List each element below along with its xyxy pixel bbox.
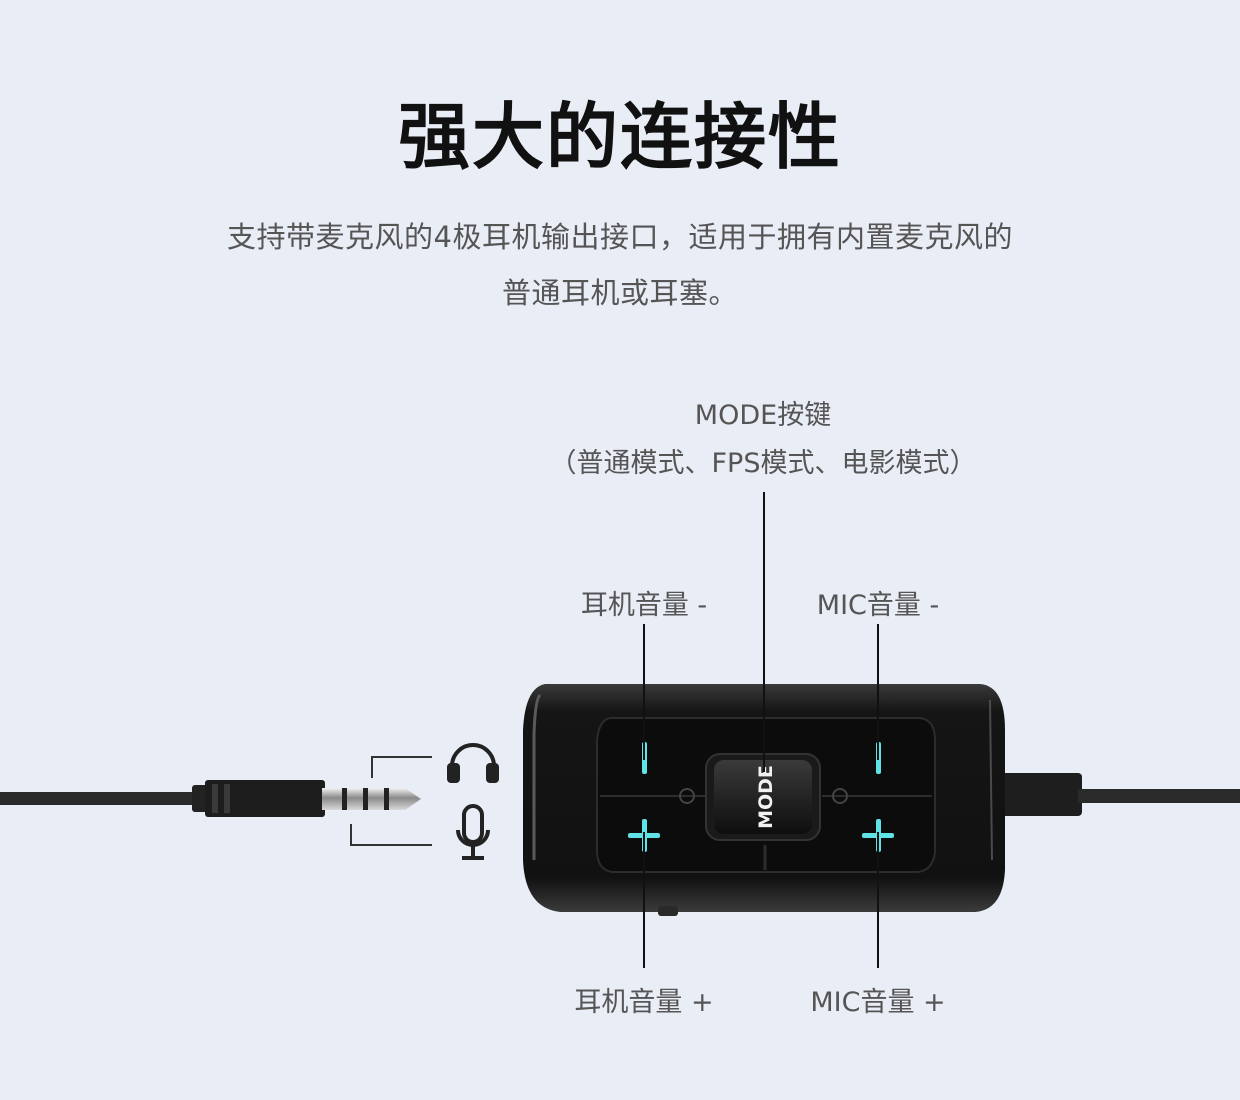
strain-relief [1000, 773, 1082, 816]
subtitle-line-1: 支持带麦克风的4极耳机输出接口，适用于拥有内置麦克风的 [227, 220, 1013, 254]
audio-jack-plug [322, 788, 421, 810]
mic-volume-down-label: MIC音量 - [816, 590, 940, 621]
microphone-icon [456, 804, 490, 860]
mic-volume-up-label: MIC音量 + [810, 987, 946, 1018]
leader-lines [643, 492, 879, 968]
subtitle-line-2: 普通耳机或耳塞。 [501, 276, 738, 310]
mode-description-label: （普通模式、FPS模式、电影模式） [549, 448, 977, 479]
mode-button-label: MODE按键 [694, 400, 832, 431]
headphone-volume-down-label: 耳机音量 - [580, 590, 708, 621]
headphones-icon [447, 743, 499, 783]
mic-bracket [350, 824, 432, 846]
headphone-volume-up-label: 耳机音量 + [574, 987, 714, 1018]
left-cable [0, 792, 200, 805]
page-title: 强大的连接性 [397, 95, 842, 179]
plug-housing [205, 780, 325, 817]
mode-button-text: MODE [755, 765, 777, 829]
headphone-bracket [371, 756, 432, 778]
right-cable [1078, 789, 1240, 803]
